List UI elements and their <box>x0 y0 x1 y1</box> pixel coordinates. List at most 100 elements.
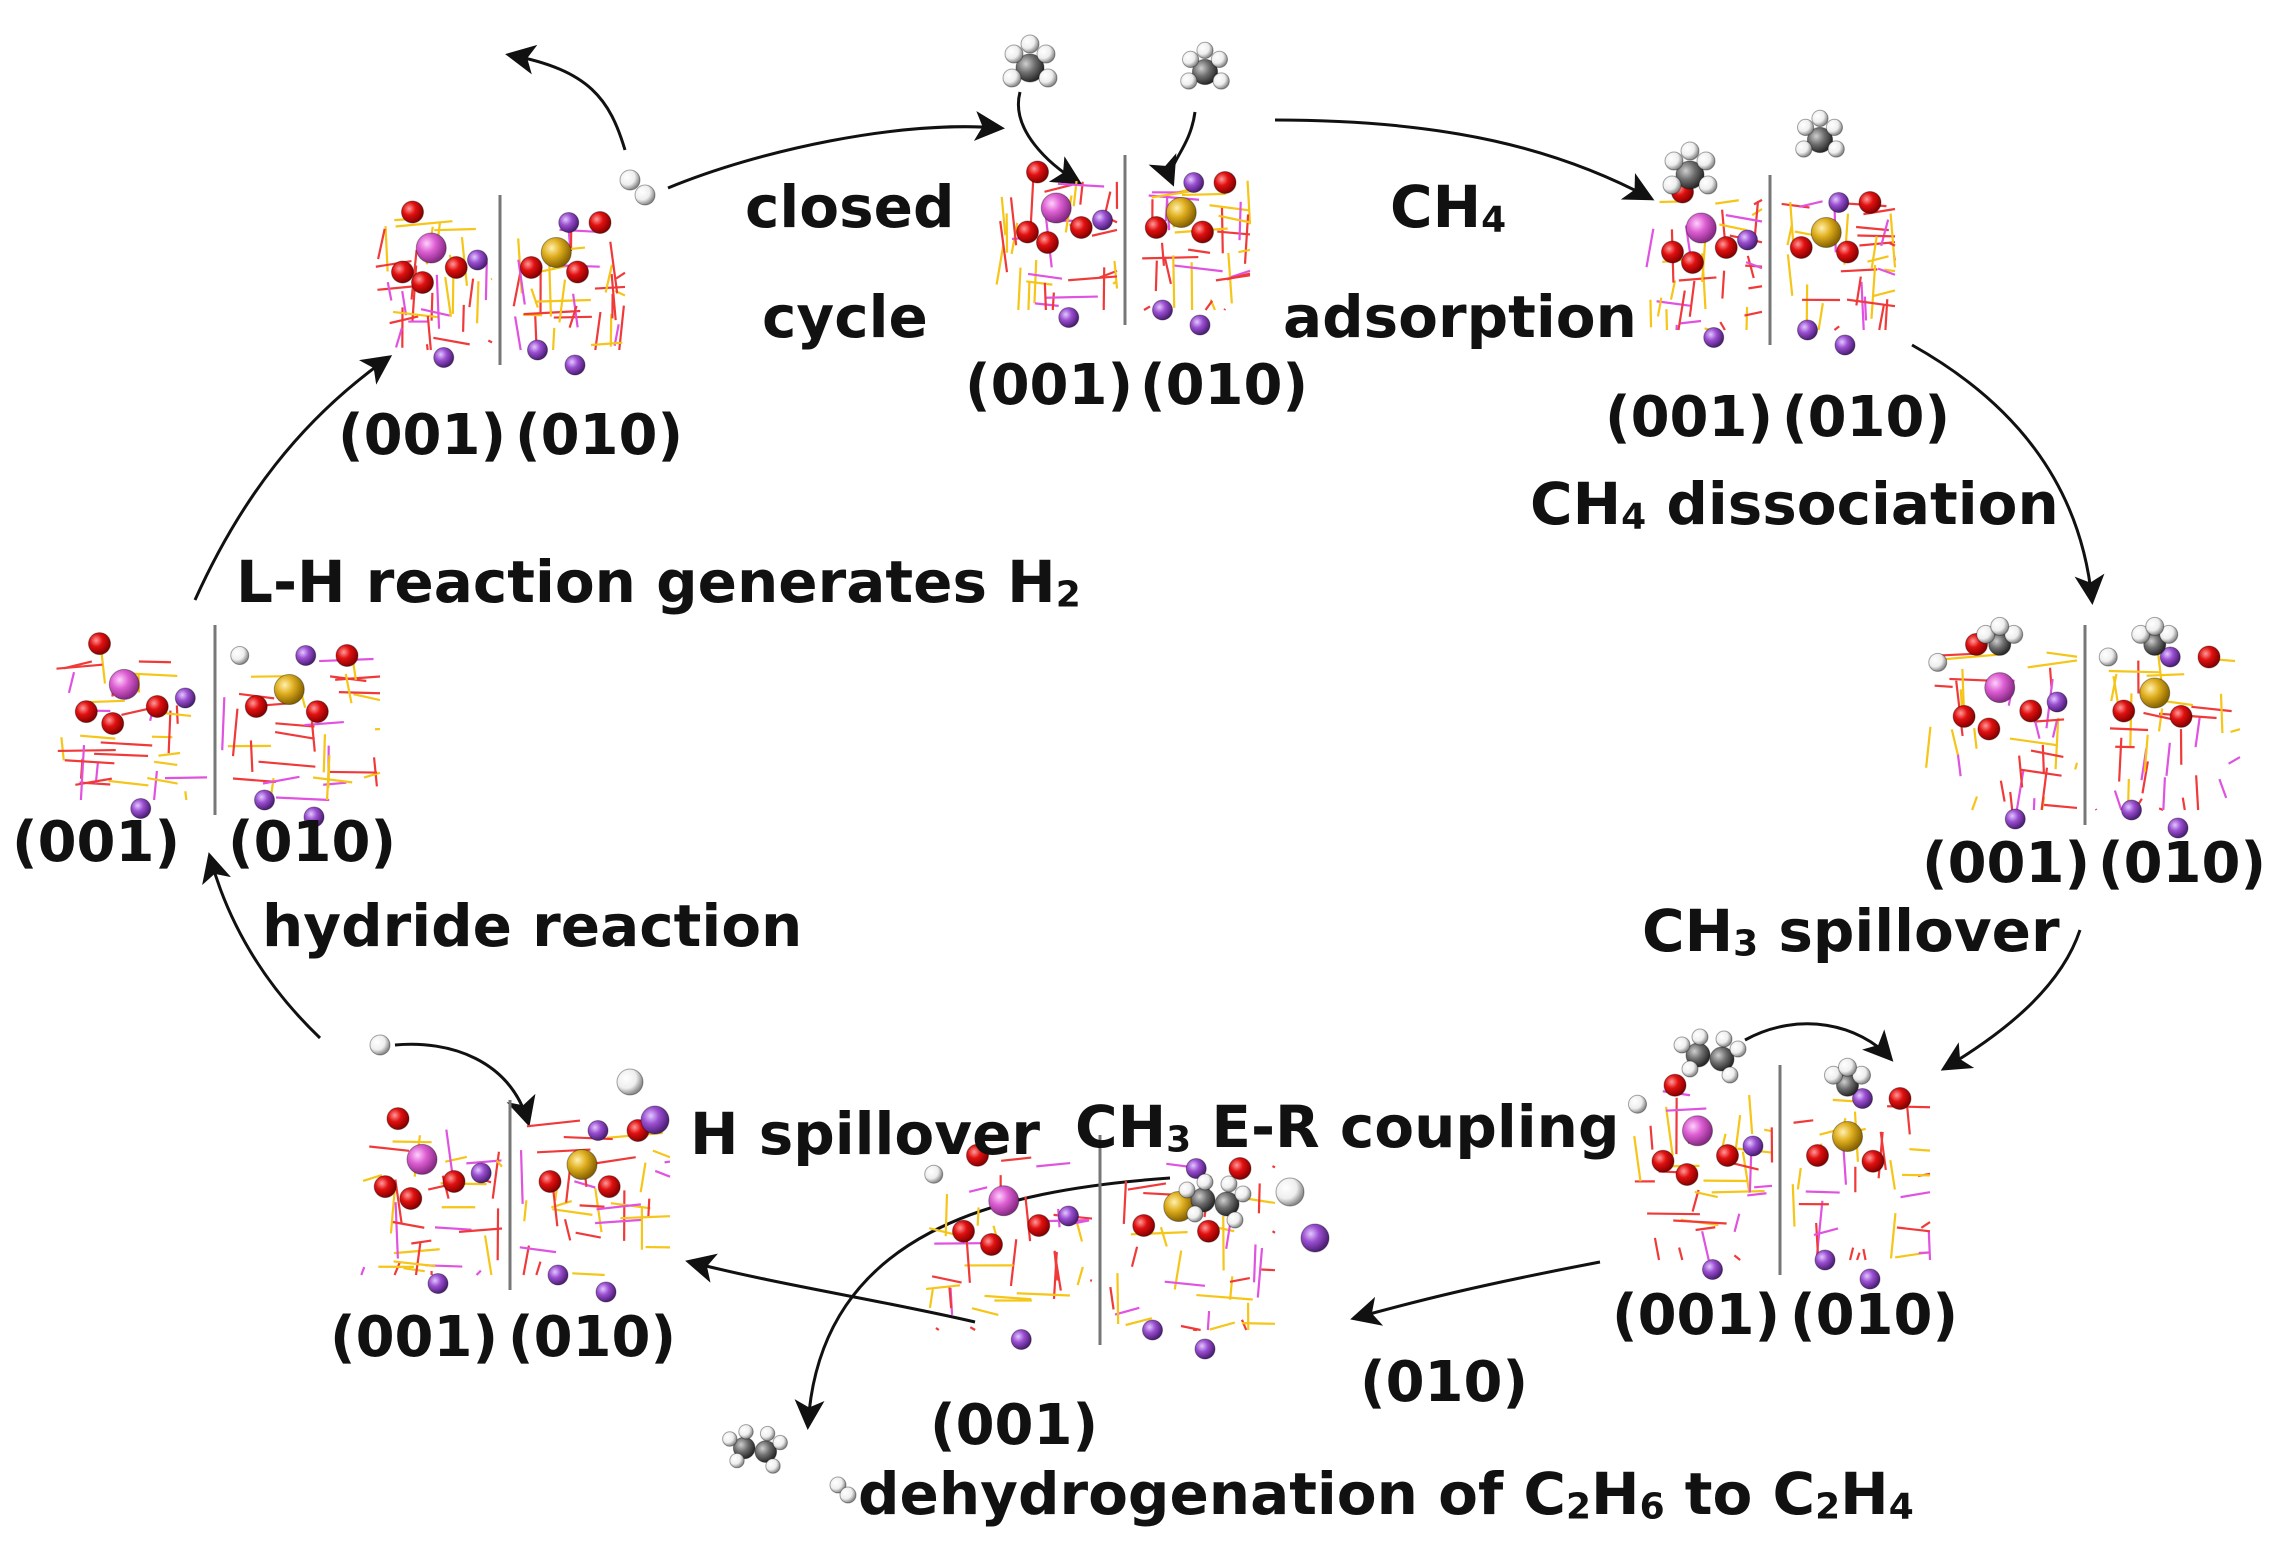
oxygen-atom <box>1016 220 1039 244</box>
lattice-bond <box>1870 265 1877 319</box>
oxygen-atom <box>305 700 329 724</box>
lattice-bond <box>1971 796 1979 811</box>
oxygen-atom <box>1197 1219 1220 1243</box>
lattice-bond <box>639 1162 647 1193</box>
hydrogen-atom <box>230 646 250 665</box>
alkali-atom <box>1194 1338 1216 1360</box>
lattice-bond <box>1130 1246 1139 1267</box>
oxygen-atom <box>1661 240 1684 264</box>
lattice-bond <box>2040 767 2049 811</box>
alkali-atom <box>1797 319 1818 341</box>
lattice-bond <box>517 259 526 305</box>
lattice-bond <box>1880 219 1890 247</box>
lattice-bond <box>369 1145 410 1152</box>
hydrogen-atom <box>1825 118 1844 137</box>
lattice-bond <box>1034 302 1059 307</box>
lattice-bond <box>1694 1190 1718 1199</box>
lattice-bond <box>1942 653 2000 661</box>
lattice-bond <box>2194 715 2201 748</box>
lattice-bond <box>262 775 300 785</box>
hydrogen-atom <box>619 169 641 191</box>
step-lh-reaction: L-H reaction generates H2 <box>236 548 1081 616</box>
lattice-bond <box>2165 742 2171 776</box>
alkali-atom <box>1183 172 1205 193</box>
alkali-atom <box>254 789 275 811</box>
lattice-bond <box>594 1188 603 1233</box>
hydrogen-atom <box>1698 175 1718 195</box>
lattice-bond <box>931 1275 962 1284</box>
lattice-bond <box>1113 260 1119 289</box>
oxygen-atom <box>1836 240 1859 264</box>
lattice-bond <box>935 1327 940 1331</box>
lattice-bond <box>1896 1226 1931 1233</box>
lattice-bond <box>2009 791 2014 811</box>
surface-cluster <box>924 1135 1276 1360</box>
lattice-bond <box>275 796 330 802</box>
lattice-bond <box>2109 727 2149 732</box>
lattice-bond <box>1725 214 1763 223</box>
lattice-bond <box>184 791 188 801</box>
oxygen-atom <box>1651 1149 1675 1173</box>
lattice-bond <box>1701 1230 1710 1261</box>
lattice-bond <box>535 1261 542 1276</box>
lattice-bond <box>568 305 578 328</box>
arrow-h-spill-move <box>394 1042 536 1127</box>
lattice-bond <box>1229 1276 1234 1300</box>
hydrogen-atom <box>1811 109 1829 128</box>
facet-label-010: (010) <box>1360 1350 1529 1415</box>
hydrogen-atom <box>2145 616 2165 636</box>
hydrogen-atom <box>765 1458 781 1474</box>
hydrogen-atom <box>722 1431 738 1447</box>
lattice-bond <box>548 261 553 317</box>
lattice-bond <box>1796 1167 1802 1190</box>
lattice-bond <box>491 1151 501 1199</box>
arrow-dissociation-to-spillover <box>1911 343 2105 605</box>
lattice-bond <box>1711 1189 1765 1194</box>
lattice-bond <box>1252 1244 1257 1283</box>
lattice-bond <box>1027 281 1031 311</box>
oxygen-atom <box>980 1233 1003 1256</box>
lattice-bond <box>1164 1280 1206 1287</box>
alkali-atom <box>1852 1088 1873 1109</box>
lattice-bond <box>995 244 1005 285</box>
lattice-bond <box>1872 289 1896 298</box>
alkali-atom <box>470 1162 492 1184</box>
hydrogen-atom <box>1664 151 1684 171</box>
lattice-bond <box>574 1180 596 1189</box>
lattice-bond <box>1748 285 1763 290</box>
lattice-bond <box>1653 1237 1661 1261</box>
lattice-bond <box>1647 1212 1700 1216</box>
lattice-bond <box>594 285 626 290</box>
lattice-bond <box>94 752 149 758</box>
alkali-atom <box>1834 334 1856 356</box>
lattice-bond <box>386 281 393 301</box>
lattice-bond <box>2146 673 2185 677</box>
lattice-bond <box>323 781 347 786</box>
metal-site-atom <box>1682 1115 1713 1147</box>
lattice-bond <box>1142 255 1199 260</box>
lattice-bond <box>435 274 441 329</box>
lattice-bond <box>1215 274 1251 282</box>
lattice-bond <box>1187 248 1211 254</box>
lattice-bond <box>1956 753 1962 777</box>
lattice-bond <box>329 770 378 774</box>
lattice-bond <box>1793 1119 1814 1124</box>
lattice-bond <box>475 1269 482 1276</box>
lattice-bond <box>1204 300 1214 311</box>
lattice-bond <box>67 671 76 694</box>
oxygen-atom <box>1858 191 1882 214</box>
lattice-bond <box>1856 225 1889 232</box>
lattice-bond <box>1889 1160 1896 1190</box>
hydrogen-atom <box>729 1452 745 1469</box>
lattice-bond <box>1125 1317 1153 1327</box>
lattice-bond <box>164 776 208 780</box>
lattice-bond <box>100 653 107 684</box>
lattice-bond <box>1888 241 1896 247</box>
lattice-bond <box>1747 1192 1767 1197</box>
lattice-bond <box>575 1231 601 1239</box>
hydrogen-atom <box>1838 1057 1857 1077</box>
lattice-bond <box>664 1160 671 1164</box>
lattice-bond <box>420 308 450 317</box>
hydrogen-atom <box>1038 68 1058 88</box>
